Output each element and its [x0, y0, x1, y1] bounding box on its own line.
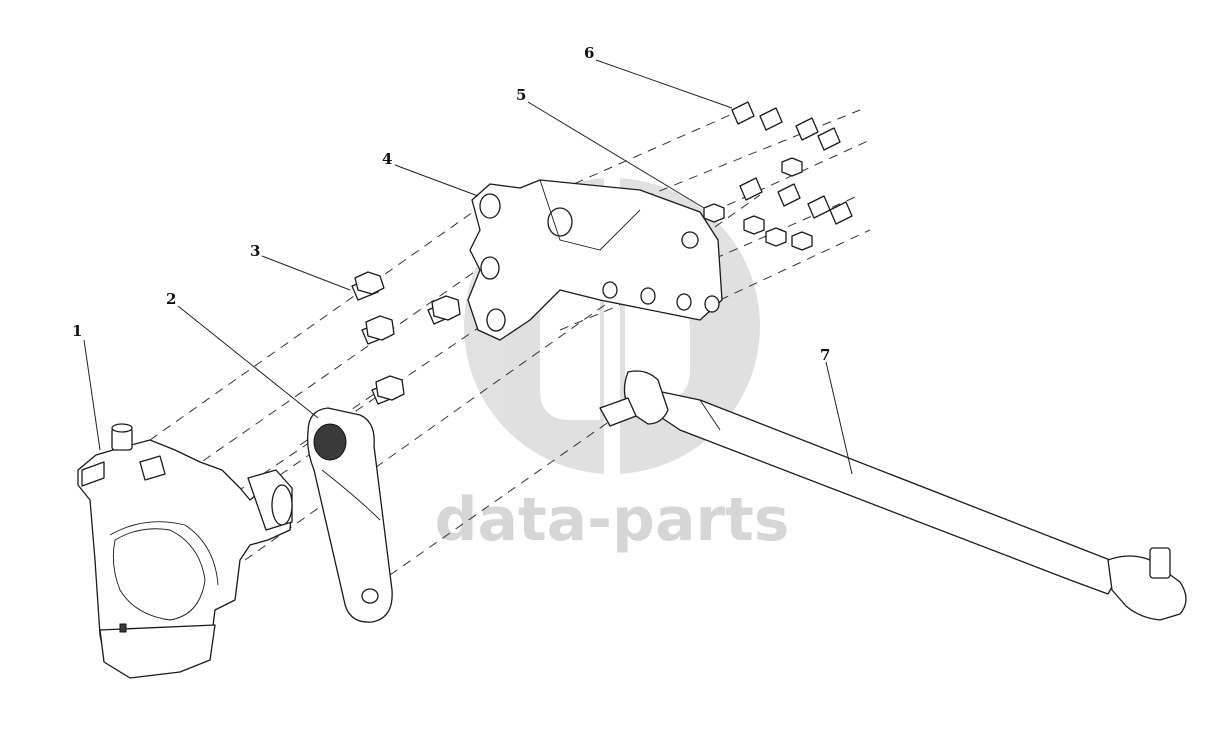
steering-gear-part [77, 423, 293, 679]
tie-rod-part [599, 370, 1187, 621]
bracket-part [467, 179, 723, 341]
pitman-arm-part [306, 407, 393, 623]
callout-6: 6 [584, 44, 594, 62]
fastener-set-5-6 [703, 101, 853, 251]
callout-1: 1 [72, 322, 82, 340]
callout-3: 3 [250, 242, 260, 260]
callout-4: 4 [382, 150, 392, 168]
leader-lines [83, 59, 853, 475]
callout-2: 2 [166, 290, 176, 308]
callout-5: 5 [516, 86, 526, 104]
callout-7: 7 [820, 346, 830, 364]
bolt-part-3 [351, 271, 461, 405]
watermark-text: data-parts [435, 485, 790, 555]
